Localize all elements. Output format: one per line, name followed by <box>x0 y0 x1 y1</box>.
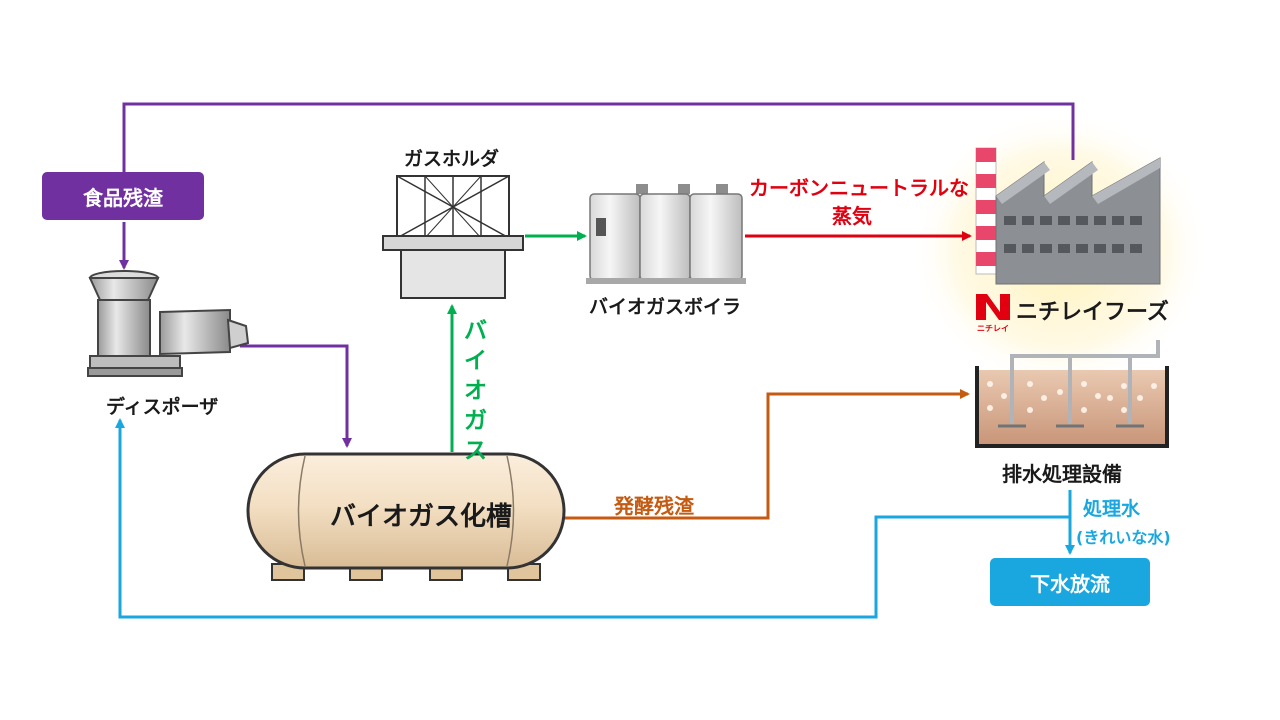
steam-label-line1: カーボンニュートラルな <box>749 176 969 200</box>
treated-water-return-arrow <box>115 418 1070 619</box>
factory-building <box>975 147 1161 285</box>
sewer-discharge-label: 下水放流 <box>1030 571 1110 596</box>
nichirei-logo-mark: ニチレイ <box>976 294 1010 333</box>
food-residue-label: 食品残渣 <box>83 185 163 210</box>
wastewater-facility-label: 排水処理設備 <box>1002 462 1122 486</box>
gas-holder-tank <box>382 175 524 299</box>
biogas-char: バ <box>464 318 487 344</box>
gas-holder-label: ガスホルダ <box>404 148 500 170</box>
steam-label-line2: 蒸気 <box>832 204 872 228</box>
logo-sub-text: ニチレイ <box>977 324 1009 333</box>
biogas-boiler-label: バイオガスボイラ <box>589 296 742 318</box>
biogas-vertical-label: バ イ オ ガ ス <box>464 316 487 466</box>
biogas-boiler-units <box>586 184 746 284</box>
digester-tank <box>246 452 566 581</box>
digestate-label: 発酵残渣 <box>614 494 694 518</box>
wastewater-treatment-tank <box>975 340 1169 448</box>
food-residue-return-line <box>122 102 1075 173</box>
disposer-to-digester-arrow <box>240 344 352 448</box>
biogas-char: オ <box>464 378 487 404</box>
digester-tank-label: バイオガス化槽 <box>330 502 513 532</box>
treated-water-note: (きれいな水) <box>1076 528 1171 547</box>
treated-water-label: 処理水 <box>1083 498 1141 520</box>
sewer-discharge-box: 下水放流 <box>990 558 1150 606</box>
company-logo-text: ニチレイフーズ <box>1016 300 1169 325</box>
biogas-char: ス <box>464 438 487 464</box>
disposer-machine <box>87 270 250 377</box>
digestate-to-wastewater-arrow <box>563 389 970 520</box>
food-residue-box: 食品残渣 <box>42 172 204 220</box>
biogas-char: ガ <box>464 408 487 434</box>
biogas-char: イ <box>464 348 487 374</box>
disposer-label: ディスポーザ <box>106 396 219 418</box>
